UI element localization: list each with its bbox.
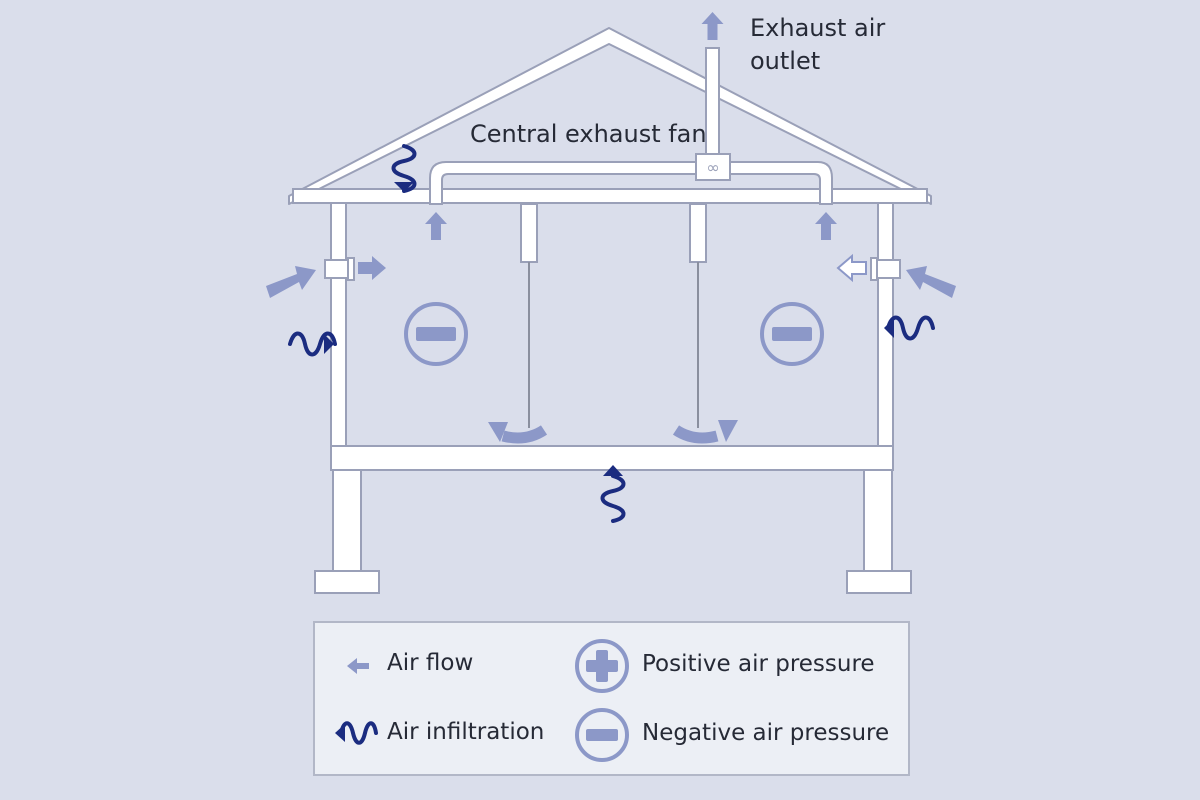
roof: [288, 27, 932, 205]
negative-pressure-icon: [404, 302, 468, 366]
right-post: [863, 469, 893, 573]
vent-flow-arrow-left-icon: [358, 256, 386, 280]
right-wall-vent: [870, 257, 901, 281]
interior-door-left: [520, 203, 538, 428]
central-exhaust-fan-label: Central exhaust fan: [470, 120, 707, 148]
door-undercut-arrow-right-icon: [672, 420, 738, 444]
intake-arrow-right-icon: [815, 212, 837, 240]
exhaust-outlet-arrow-icon: [701, 12, 724, 40]
outdoor-air-arrow-left-icon: [266, 266, 316, 298]
legend-air-flow-label: Air flow: [387, 650, 474, 676]
legend: Air flow Air infiltration Positive air p…: [313, 621, 910, 776]
legend-positive-pressure-label: Positive air pressure: [642, 651, 875, 677]
infiltration-floor-icon: [600, 465, 626, 523]
air-flow-icon: [347, 658, 369, 674]
positive-pressure-icon: [575, 639, 629, 693]
exhaust-outlet-label-line-1: Exhaust air: [750, 14, 886, 42]
fan-symbol-icon: ∞: [706, 158, 719, 177]
left-footing: [314, 570, 380, 594]
infiltration-wall-right-icon: [884, 315, 935, 341]
door-undercut-arrow-left-icon: [488, 422, 548, 444]
infiltration-wall-left-icon: [288, 331, 337, 357]
exhaust-outlet-label-line-2: outlet: [750, 47, 821, 75]
vent-flow-arrow-right-icon: [836, 253, 867, 283]
negative-pressure-icon: [760, 302, 824, 366]
legend-negative-pressure-label: Negative air pressure: [642, 720, 890, 746]
outdoor-air-arrow-right-icon: [906, 266, 956, 298]
air-infiltration-icon: [335, 721, 378, 745]
interior-door-right: [689, 203, 707, 428]
right-footing: [846, 570, 912, 594]
ceiling-joist: [292, 188, 928, 204]
exhaust-stack: [705, 47, 720, 157]
infiltration-ceiling-icon: [391, 144, 417, 193]
intake-arrow-left-icon: [425, 212, 447, 240]
exhaust-duct: [429, 161, 833, 205]
negative-pressure-legend-icon: [575, 708, 629, 762]
exhaust-fan: [695, 153, 731, 181]
left-wall-vent: [324, 257, 355, 281]
left-post: [332, 469, 362, 573]
left-wall: [330, 202, 347, 448]
exhaust-outlet-label: Exhaust air outlet: [750, 12, 885, 78]
legend-air-infiltration-label: Air infiltration: [387, 719, 545, 745]
